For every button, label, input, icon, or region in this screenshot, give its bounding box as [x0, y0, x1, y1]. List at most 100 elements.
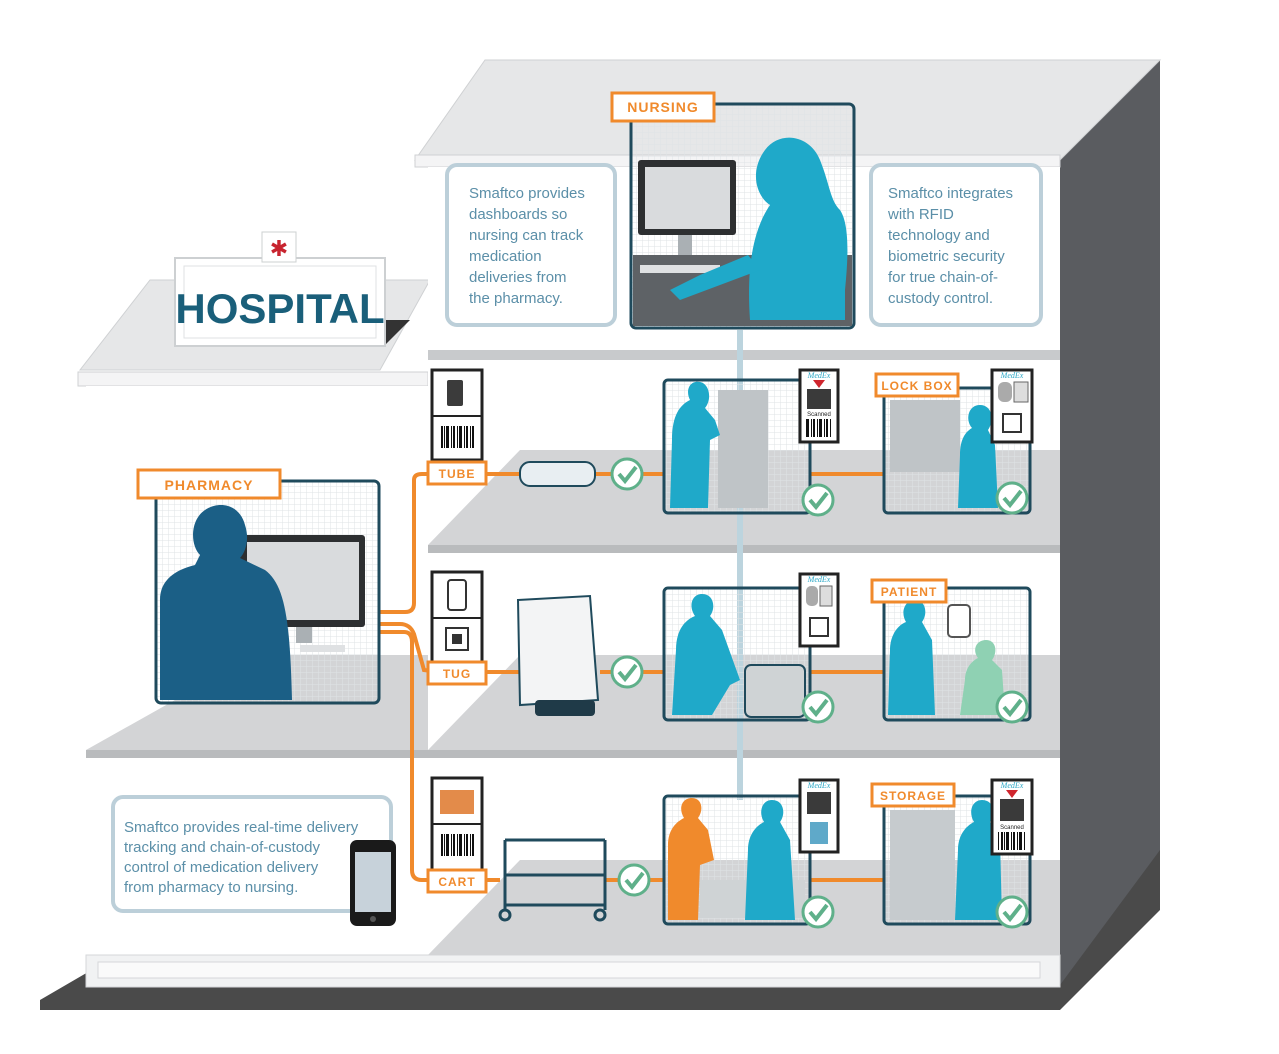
nurse-arm [670, 255, 760, 300]
pneumatic-tube-icon [519, 461, 596, 487]
scanner-barcode-icon-5 [998, 832, 1026, 850]
nursing-screen [645, 167, 730, 229]
tube-nurse-figure-icon [670, 381, 720, 508]
tug-label: TUG [443, 667, 471, 681]
check-icon [995, 690, 1029, 724]
info-nursing-line-3: nursing can track [469, 227, 584, 244]
check-icon [995, 895, 1029, 929]
hospital-sign-label: HOSPITAL [175, 285, 384, 332]
info-rfid: Smaftco integrates with RFID technology … [869, 163, 1043, 327]
scanner-screen-icon-5 [1000, 799, 1024, 821]
iv-drip-icon [947, 604, 971, 638]
scanner-5-status: Scanned [1000, 825, 1024, 831]
scanner-1-brand: MedEx [807, 371, 831, 380]
hospital-sign: HOSPITAL ✱ [174, 231, 410, 347]
scanner-5-brand: MedEx [1000, 781, 1024, 790]
pharmacist-figure-icon [160, 505, 292, 700]
nursing-stand [678, 235, 692, 255]
iv-bag-icon [447, 579, 467, 611]
room-storage: STORAGE [870, 782, 1032, 926]
flow-line-cart [378, 630, 440, 882]
cart-barcode-icon [440, 834, 474, 856]
info-tracking-line-4: from pharmacy to nursing. [124, 879, 298, 896]
check-marks [610, 457, 1029, 929]
patient-label: PATIENT [881, 585, 938, 599]
info-nursing-line-2: dashboards so [469, 206, 567, 223]
smartphone-screen [355, 852, 391, 912]
check-icon [610, 655, 644, 689]
sign-inner-border [183, 265, 377, 339]
tube-station-icon [718, 390, 768, 508]
scanner-2-brand: MedEx [1000, 371, 1024, 380]
info-nursing-text: Smaftco provides dashboards so nursing c… [469, 185, 589, 307]
info-rfid-line-4: biometric security [888, 248, 1005, 265]
medical-star-icon: ✱ [270, 237, 288, 262]
tug-station: TUG [426, 570, 600, 716]
pharmacy-tag [136, 468, 282, 500]
info-tracking-text: Smaftco provides real-time delivery trac… [124, 819, 362, 896]
storage-label: STORAGE [880, 789, 946, 803]
sign-board [174, 257, 386, 347]
building-side-wall [1060, 60, 1160, 985]
slab-top [428, 350, 1060, 360]
slab-1 [428, 750, 1060, 758]
rfid-tag-core [452, 634, 462, 644]
scanner-barcode-icon [806, 419, 832, 437]
room-cart-nursing [662, 794, 812, 926]
pill-pack-icon [440, 790, 474, 814]
tug-robot-received-icon [744, 664, 806, 718]
nursing-label: NURSING [627, 99, 699, 115]
patient-figure-icon [960, 640, 1005, 715]
scanner-3-brand: MedEx [807, 575, 831, 584]
patient-tag [870, 578, 948, 604]
info-nursing-dashboard: Smaftco provides dashboards so nursing c… [445, 163, 617, 327]
vertical-riser [737, 330, 743, 800]
check-icon [995, 481, 1029, 515]
pharmacy-stand [296, 627, 312, 643]
info-tracking-line-2: tracking and chain-of-custody [124, 839, 320, 856]
storage-tag [870, 782, 956, 808]
keypad-icon [1013, 381, 1029, 403]
info-box-1-frame [445, 163, 617, 327]
tug-robot-base [535, 700, 595, 716]
storage-nurse-figure-icon [955, 800, 1002, 920]
check-icon [801, 895, 835, 929]
scan-arrow-icon [813, 380, 825, 388]
info-tracking-line-1: Smaftco provides real-time delivery [124, 819, 359, 836]
flow-line-tube [378, 472, 440, 614]
cart-nurse-figure-icon [745, 800, 795, 920]
check-icon [801, 483, 835, 517]
rfid-chip-icon [1002, 413, 1022, 433]
tube-station: TUBE [426, 368, 596, 487]
base-strip [97, 961, 1041, 979]
keyboard-icon [640, 265, 720, 273]
vial-syringe-icon [447, 380, 463, 406]
sign-topper [261, 231, 297, 263]
storage-shelving-icon [890, 810, 955, 920]
scanner-device-3: MedEx [798, 572, 840, 648]
scan-arrow-icon-5 [1006, 790, 1018, 798]
keypad-icon-2 [819, 585, 833, 607]
info-nursing-line-6: the pharmacy. [469, 290, 563, 307]
nursing-tag [610, 91, 716, 123]
rfid-chip-icon-2 [809, 617, 829, 637]
scanner-screen-icon-4 [807, 792, 831, 814]
lock-box-tag [874, 372, 960, 398]
cart-wheel-2 [593, 908, 607, 922]
tablet-icon [810, 822, 828, 844]
check-icon [617, 863, 651, 897]
lockbox-nurse-figure-icon [958, 405, 998, 508]
info-rfid-line-1: Smaftco integrates [888, 185, 1013, 202]
info-rfid-line-2: with RFID [887, 206, 954, 223]
check-icon [610, 457, 644, 491]
tube-tag [426, 460, 488, 486]
room-patient: PATIENT [870, 578, 1032, 722]
scanner-device-2: MedEx [990, 368, 1034, 444]
cart-tag [426, 868, 488, 894]
tug-robot-icon [516, 594, 600, 707]
smartphone-button [370, 916, 376, 922]
cart-label: CART [438, 875, 475, 889]
info-rfid-line-3: technology and [888, 227, 990, 244]
info-nursing-line-4: medication [469, 248, 542, 265]
